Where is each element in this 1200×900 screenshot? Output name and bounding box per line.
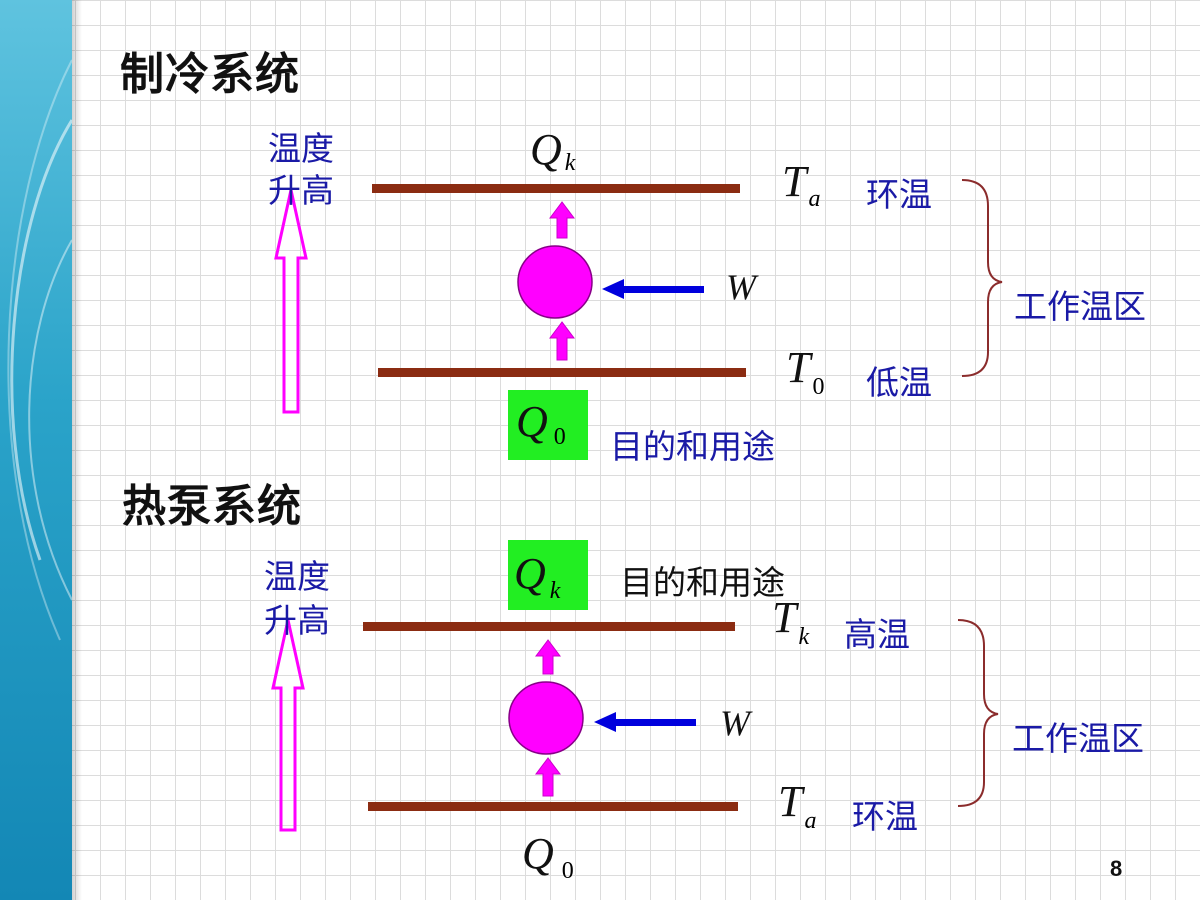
refrigeration-work-symbol: W <box>726 267 756 307</box>
sidebar-shadow <box>72 0 82 900</box>
heatpump-high-reservoir-bar <box>363 622 735 631</box>
heatpump-t-top-symbol: T <box>772 593 797 642</box>
heatpump-work-symbol: W <box>720 703 750 743</box>
heatpump-work-arrow <box>594 712 696 732</box>
heatpump-machine-circle <box>508 681 584 755</box>
heatpump-temp-rise-label-line2: 升高 <box>264 601 330 640</box>
heatpump-title: 热泵系统 <box>122 481 302 532</box>
refrigeration-low-reservoir-bar <box>378 368 746 377</box>
refrigeration-t-bottom-label: 低温 <box>866 363 932 402</box>
heatpump-t-top-label: 高温 <box>844 615 910 654</box>
refrigeration-t-bottom: T0 <box>786 342 824 400</box>
heatpump-q-top-symbol: Q <box>514 549 546 598</box>
refrigeration-q-bottom-symbol: Q <box>516 397 548 446</box>
refrigeration-temp-rise-label-line2: 升高 <box>268 171 334 210</box>
refrigeration-t-bottom-subscript: 0 <box>812 374 825 400</box>
heatpump-t-bottom-subscript: a <box>804 808 817 834</box>
heatpump-t-bottom-symbol: T <box>778 777 803 826</box>
heatpump-heat-arrow-upper <box>535 639 561 675</box>
heatpump-t-bottom: Ta <box>778 776 816 834</box>
sidebar-swoosh-graphic <box>7 59 72 641</box>
heatpump-t-bottom-label: 环温 <box>852 797 918 836</box>
refrigeration-machine-circle <box>517 245 593 319</box>
heatpump-t-top: Tk <box>772 592 809 650</box>
refrigeration-heat-arrow-lower <box>549 321 575 361</box>
refrigeration-high-reservoir-bar <box>372 184 740 193</box>
sidebar-decoration <box>0 0 72 900</box>
heatpump-heat-arrow-lower <box>535 757 561 797</box>
heatpump-zone-label: 工作温区 <box>1012 719 1144 758</box>
heatpump-zone-brace <box>957 619 999 807</box>
refrigeration-t-top-label: 环温 <box>866 175 932 214</box>
heatpump-temp-rise-label-line1: 温度 <box>264 557 330 596</box>
refrigeration-q-top-subscript: k <box>564 150 576 176</box>
refrigeration-t-top-symbol: T <box>782 157 807 206</box>
refrigeration-t-top-subscript: a <box>808 186 821 212</box>
heatpump-low-reservoir-bar <box>368 802 738 811</box>
refrigeration-zone-brace <box>961 179 1003 377</box>
heatpump-t-top-subscript: k <box>798 624 810 650</box>
refrigeration-q-bottom-subscript: 0 <box>553 424 566 450</box>
refrigeration-heat-arrow-upper <box>549 201 575 239</box>
page-number: 8 <box>1110 856 1123 881</box>
refrigeration-zone-label: 工作温区 <box>1014 287 1146 326</box>
refrigeration-temp-rise-arrow <box>274 189 308 414</box>
heatpump-temp-rise-arrow <box>271 619 305 832</box>
refrigeration-work-arrow <box>602 279 704 299</box>
refrigeration-temp-rise-label-line1: 温度 <box>268 129 334 168</box>
refrigeration-t-top: Ta <box>782 156 820 212</box>
refrigeration-t-bottom-symbol: T <box>786 343 811 392</box>
heatpump-q-bottom-symbol: Q <box>522 829 554 878</box>
refrigeration-title: 制冷系统 <box>120 49 300 100</box>
refrigeration-q-bottom-highlight <box>508 390 588 460</box>
refrigeration-q-top-symbol: Q <box>530 125 562 174</box>
heatpump-q-top-highlight <box>508 540 588 610</box>
refrigeration-purpose-label: 目的和用途 <box>610 427 775 466</box>
heatpump-q-top-subscript: k <box>549 578 561 604</box>
heatpump-q-bottom-subscript: 0 <box>561 858 574 884</box>
heatpump-purpose-label: 目的和用途 <box>620 563 785 602</box>
